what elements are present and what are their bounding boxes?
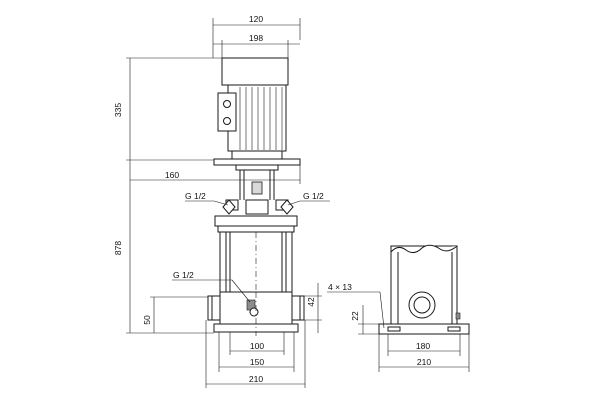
dim-label-100: 100 (250, 341, 264, 351)
side-base-plate (378, 323, 470, 335)
vent-plug-left (222, 199, 236, 215)
pump-sleeve (219, 231, 293, 293)
dim-port-50: 50 (142, 296, 208, 333)
dim-label-878: 878 (113, 241, 123, 255)
dim-flange-160: 160 (130, 160, 301, 184)
dim-label-210-front: 210 (249, 374, 263, 384)
terminal-box (217, 92, 237, 132)
label-g-left: G 1/2 (185, 191, 206, 201)
label-g-drain: G 1/2 (173, 270, 194, 280)
connection-labels: G 1/2 G 1/2 G 1/2 (172, 191, 330, 303)
dim-label-180: 180 (416, 341, 430, 351)
dim-holes: 4 × 13 (327, 282, 385, 329)
dim-label-120: 120 (249, 14, 263, 24)
dim-height: 335 878 (113, 57, 222, 334)
dim-label-22: 22 (350, 311, 360, 321)
dim-bottom-side: 180 210 (378, 334, 470, 372)
dim-label-335: 335 (113, 103, 123, 117)
pump-base (207, 291, 305, 336)
dim-label-160: 160 (165, 170, 179, 180)
dim-bottom-front: 100 150 210 (205, 320, 306, 388)
dim-label-50: 50 (142, 315, 152, 325)
side-view (378, 244, 470, 335)
dim-label-210-side: 210 (417, 357, 431, 367)
dim-top-198: 198 (213, 33, 300, 58)
dim-label-150: 150 (250, 357, 264, 367)
dim-label-42: 42 (306, 297, 316, 307)
vent-plug-right (280, 199, 294, 215)
dim-top-120: 120 (212, 14, 301, 58)
label-g-right: G 1/2 (303, 191, 324, 201)
coupling (222, 164, 294, 215)
dim-port-42: 42 (304, 283, 322, 333)
front-view (207, 57, 305, 336)
motor (213, 57, 301, 166)
dim-label-198: 198 (249, 33, 263, 43)
dim-base-22: 22 (350, 305, 379, 335)
dim-label-holes: 4 × 13 (328, 282, 352, 292)
